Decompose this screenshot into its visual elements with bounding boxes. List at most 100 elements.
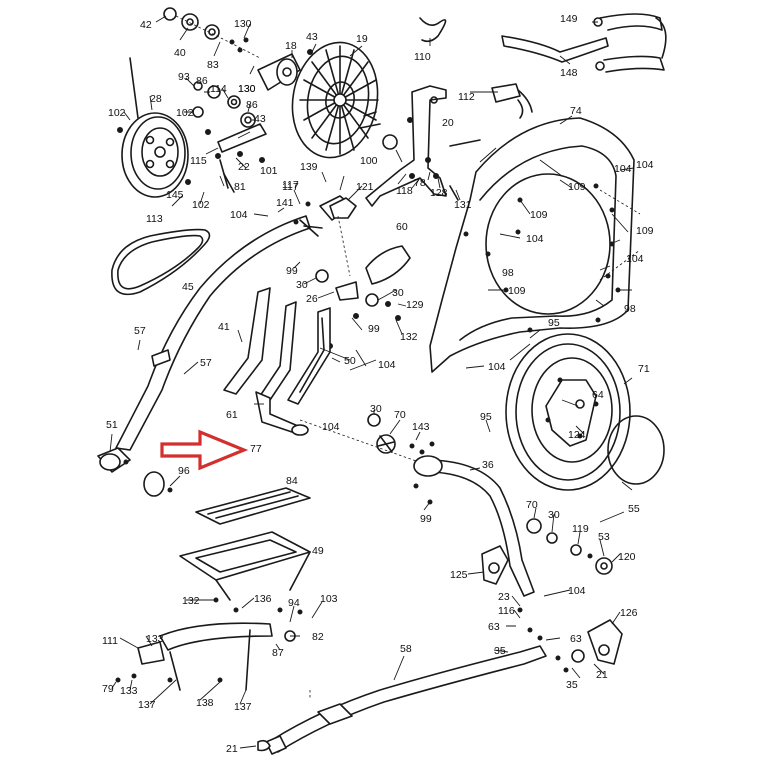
callout-label: 131 — [454, 199, 472, 211]
callout-label: 109 — [508, 285, 526, 297]
callout-label: 30 — [296, 279, 308, 291]
callout-label: 128 — [430, 187, 448, 199]
callout-label: 137 — [234, 701, 252, 713]
callout-label: 50 — [344, 355, 356, 367]
callout-label: 51 — [106, 419, 118, 431]
callout-label: 145 — [166, 189, 184, 201]
callout-label: 43 — [254, 113, 266, 125]
callout-label: 35 — [494, 645, 506, 657]
callout-label: 70 — [526, 499, 538, 511]
callout-label: 95 — [480, 411, 492, 423]
callout-label: 104 — [322, 421, 340, 433]
callout-label: 103 — [320, 593, 338, 605]
cables — [419, 17, 533, 119]
rail-58 — [257, 645, 547, 755]
callout-label: 82 — [312, 631, 324, 643]
pedal-84 — [179, 487, 311, 601]
leader-lines — [109, 15, 635, 749]
red-arrow — [160, 429, 249, 471]
callout-label: 93 — [178, 71, 190, 83]
callout-label: 63 — [488, 621, 500, 633]
callout-label: 104 — [626, 253, 644, 265]
callout-label: 104 — [568, 585, 586, 597]
arrow-shape — [160, 429, 249, 471]
callout-label: 22 — [238, 161, 250, 173]
callout-label: 121 — [356, 181, 374, 193]
rail-end-right — [517, 607, 623, 673]
callout-label: 86 — [196, 75, 208, 87]
callout-label: 104 — [488, 361, 506, 373]
callout-label: 87 — [272, 647, 284, 659]
callout-label: 102 — [176, 107, 194, 119]
callout-label: 130 — [234, 18, 252, 30]
callout-label: 96 — [178, 465, 190, 477]
callout-label: 81 — [234, 181, 246, 193]
callout-label: 45 — [182, 281, 194, 293]
callout-label: 57 — [200, 357, 212, 369]
callout-label: 148 — [560, 67, 578, 79]
callout-labels: 42 40 130 83 130 18 43 19 110 149 148 10… — [102, 13, 654, 755]
callout-label: 57 — [134, 325, 146, 337]
callout-label: 124 — [568, 429, 586, 441]
callout-label: 71 — [638, 363, 650, 375]
callout-label: 133 — [120, 685, 138, 697]
callout-label: 139 — [300, 161, 318, 173]
callout-label: 125 — [450, 569, 468, 581]
callout-label: 117 — [282, 179, 299, 191]
callout-label: 63 — [570, 633, 582, 645]
pulley-28 — [117, 57, 189, 198]
callout-label: 115 — [190, 155, 207, 167]
idler-assembly — [315, 197, 411, 349]
callout-label: 119 — [572, 523, 589, 535]
callout-label: 41 — [218, 321, 230, 333]
callout-label: 113 — [146, 213, 163, 225]
top-left-hardware — [163, 7, 313, 193]
callout-label: 110 — [414, 51, 431, 63]
flywheel-19 — [291, 41, 379, 159]
callout-label: 98 — [624, 303, 636, 315]
callout-label: 79 — [102, 683, 114, 695]
callout-label: 149 — [560, 13, 578, 25]
disc-71 — [505, 333, 665, 491]
callout-label: 132 — [182, 595, 200, 607]
rollers-51-96 — [97, 447, 173, 497]
callout-label: 58 — [400, 643, 412, 655]
callout-label: 102 — [192, 199, 210, 211]
callout-label: 137 — [138, 699, 156, 711]
callout-label: 42 — [140, 19, 152, 31]
callout-label: 64 — [592, 389, 604, 401]
callout-label: 35 — [566, 679, 578, 691]
callout-label: 20 — [442, 117, 454, 129]
callout-label: 84 — [286, 475, 298, 487]
callout-label: 109 — [530, 209, 548, 221]
callout-label: 104 — [636, 159, 654, 171]
callout-label: 30 — [370, 403, 382, 415]
callout-label: 104 — [614, 163, 632, 175]
belt-113 — [111, 228, 211, 296]
callout-label: 114 — [210, 83, 227, 95]
callout-label: 133 — [146, 633, 164, 645]
callout-label: 78 — [414, 177, 426, 189]
callout-label: 74 — [570, 105, 582, 117]
callout-label: 18 — [285, 40, 297, 52]
callout-label: 112 — [458, 91, 475, 103]
callout-label: 30 — [392, 287, 404, 299]
callout-label: 126 — [620, 607, 638, 619]
callout-label: 130 — [238, 83, 256, 95]
callout-label: 60 — [396, 221, 408, 233]
callout-label: 19 — [356, 33, 368, 45]
callout-label: 102 — [108, 107, 126, 119]
callout-label: 99 — [420, 513, 432, 525]
callout-label: 28 — [150, 93, 162, 105]
callout-label: 36 — [482, 459, 494, 471]
callout-label: 61 — [226, 409, 238, 421]
callout-label: 99 — [286, 265, 298, 277]
callout-label: 40 — [174, 47, 186, 59]
callout-label: 101 — [260, 165, 278, 177]
callout-label: 104 — [378, 359, 396, 371]
callout-label: 98 — [502, 267, 514, 279]
callout-label: 30 — [548, 509, 560, 521]
callout-label: 49 — [312, 545, 324, 557]
callout-label: 83 — [207, 59, 219, 71]
